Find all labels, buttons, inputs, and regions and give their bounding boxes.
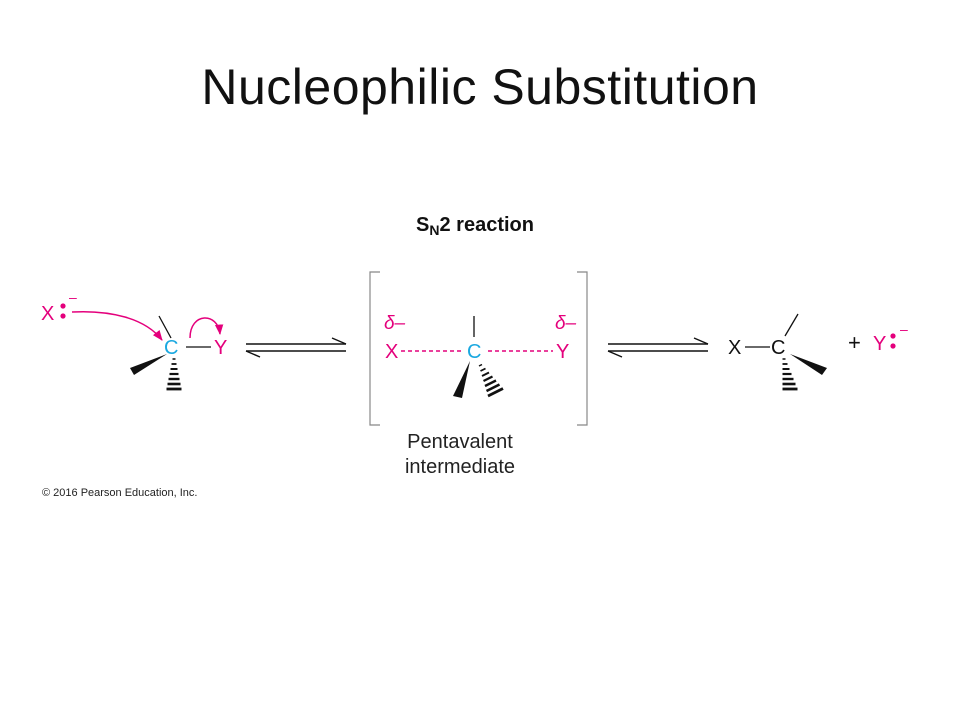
lone-pair-dot <box>60 313 66 319</box>
ts-carbon: C <box>467 341 481 363</box>
reaction-label-rest: 2 reaction <box>439 214 534 236</box>
caption-line-1: Pentavalent <box>407 431 513 453</box>
ts-left-atom: X <box>385 341 398 363</box>
hash-bond <box>166 358 182 391</box>
intermediate-caption: Pentavalent intermediate <box>360 430 560 480</box>
reactant-carbon: C <box>164 337 178 359</box>
transition-state: δ– δ– X C Y <box>369 271 588 426</box>
hash-bond <box>478 363 504 398</box>
bond-line <box>784 313 799 337</box>
partial-charge-right: δ– <box>555 313 577 334</box>
nucleophile-attack-arrow <box>71 310 163 341</box>
lone-pair-dot <box>890 333 896 339</box>
product-carbon: C <box>771 337 785 359</box>
leaving-ion-charge: – <box>900 321 908 337</box>
hash-bond <box>782 358 798 391</box>
slide-title: Nucleophilic Substitution <box>201 59 759 115</box>
bond-line <box>158 315 172 339</box>
lone-pair-dot <box>60 303 66 309</box>
product: X C + Y – <box>728 313 908 391</box>
equilibrium-arrow <box>607 337 709 358</box>
reaction-label-s: S <box>416 214 430 236</box>
plus-sign: + <box>848 330 861 355</box>
left-bracket <box>369 271 380 426</box>
ts-right-atom: Y <box>556 341 569 363</box>
reactant: X – C Y <box>41 289 227 391</box>
partial-charge-left: δ– <box>384 313 406 334</box>
equilibrium-arrow <box>245 337 347 358</box>
leaving-ion-y: Y <box>873 333 886 355</box>
wedge-bond <box>453 361 470 398</box>
wedge-bond <box>790 354 827 375</box>
caption-line-2: intermediate <box>404 456 516 478</box>
lone-pair-dot <box>890 343 896 349</box>
reaction-label-subscript: N <box>429 222 440 238</box>
right-bracket <box>577 271 588 426</box>
product-left-atom: X <box>728 337 741 359</box>
copyright-notice: © 2016 Pearson Education, Inc. <box>42 487 198 499</box>
nucleophile-charge: – <box>69 289 77 305</box>
reactant-leaving-group: Y <box>214 337 227 359</box>
leaving-group-arrow <box>189 317 224 339</box>
wedge-bond <box>130 354 167 375</box>
reaction-label: SN2 reaction <box>0 214 950 238</box>
nucleophile-x: X <box>41 303 54 325</box>
